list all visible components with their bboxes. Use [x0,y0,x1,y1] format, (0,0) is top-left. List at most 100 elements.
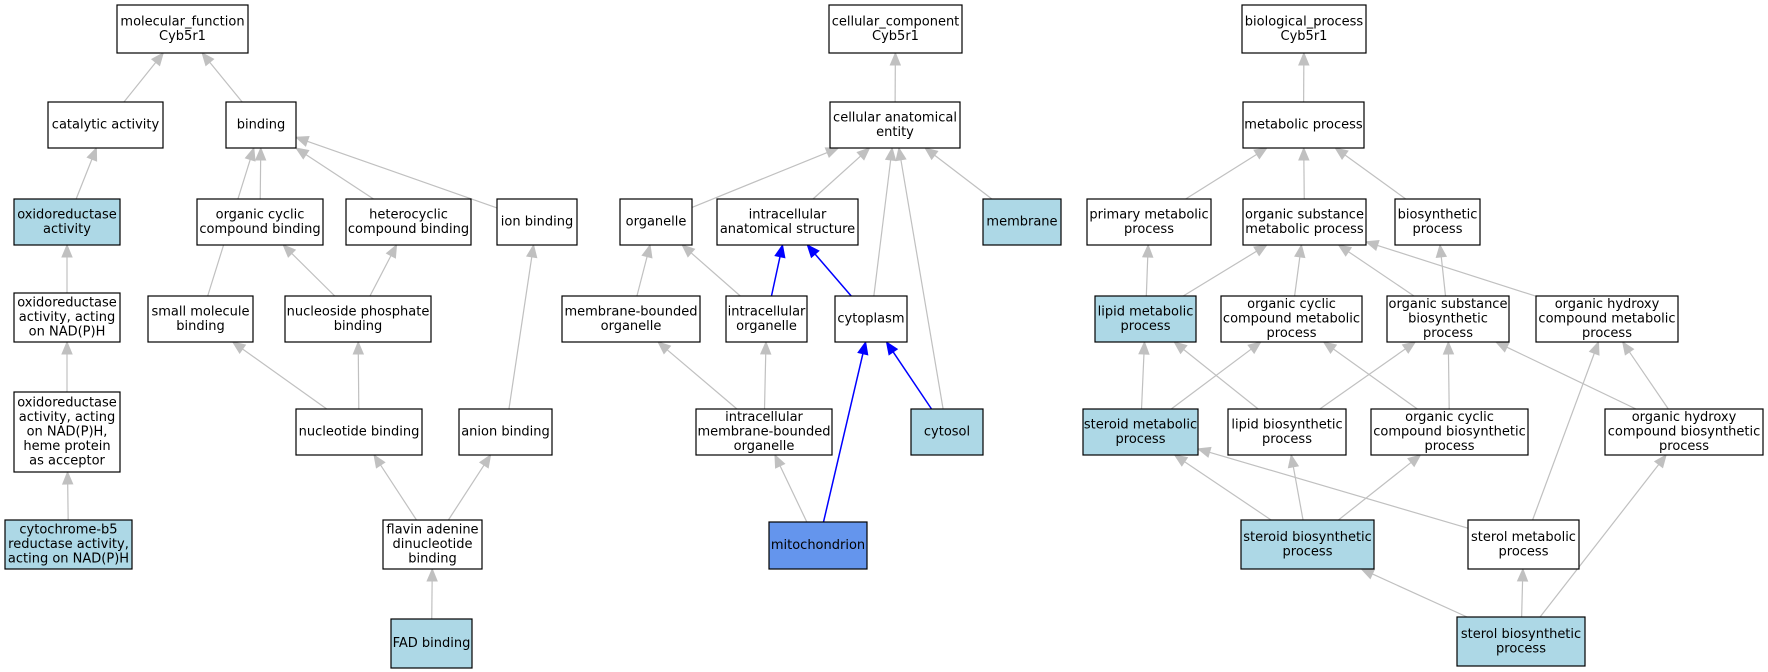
node-label-line: organic cyclic [1247,297,1336,312]
node-box [1467,519,1580,570]
edge-oxidoreductase_activity-to-catalytic_activity [75,146,98,200]
edge-arrowhead [1294,243,1306,259]
edge-arrowhead [282,244,297,258]
edge-line [1521,580,1524,618]
edge-arrowhead [774,243,786,259]
edge-line [1628,351,1669,410]
edge-line [636,256,648,297]
go-term-node-anion-binding[interactable]: anion binding [458,408,553,456]
go-term-node-organelle[interactable]: organelle [619,198,693,246]
node-box [1240,519,1375,570]
go-term-node-cytosol[interactable]: cytosol [910,408,984,456]
node-label-line: lipid biosynthetic [1231,417,1342,432]
edge-line [779,465,808,523]
go-term-node-fad-binding[interactable]: FAD binding [390,618,473,669]
node-label-line: process [1582,326,1632,341]
edge-line [690,252,741,297]
edge-line [369,255,392,297]
edge-arrowhead [1442,340,1455,355]
node-label-line: mitochondrion [771,538,865,553]
node-box [1394,198,1481,246]
node-label-line: compound binding [348,222,469,237]
edge-arrowhead [86,146,98,162]
go-term-node-ion-binding[interactable]: ion binding [496,198,578,246]
edge-membrane_bounded_organelle-to-organelle [636,243,653,297]
go-term-node-membrane[interactable]: membrane [982,198,1062,246]
edge-line [1209,451,1469,529]
node-box [47,101,164,149]
go-term-node-metabolic-process[interactable]: metabolic process [1242,101,1365,149]
node-box [458,408,553,456]
edge-line [1182,250,1257,297]
edge-organic_hydroxy_compound_metabolic_process-to-organic_substance_metabolic_process [1364,240,1537,297]
edge-metabolic_process-to-bp_root [1298,51,1310,103]
edge-lipid_metabolic_process-to-primary_metabolic_process [1141,243,1154,297]
node-label-line: binding [334,319,382,334]
edge-line [380,464,417,521]
edge-line [814,253,852,297]
edge-line [1344,154,1407,200]
node-label-line: biosynthetic [1408,312,1488,327]
go-term-node-nucleotide-binding[interactable]: nucleotide binding [295,408,423,456]
node-box [116,4,249,54]
edge-line [892,351,933,410]
edge-arrowhead [681,244,696,258]
edge-line [1183,349,1259,410]
edge-arrowhead [641,243,653,259]
go-term-node-catalytic-activity[interactable]: catalytic activity [47,101,164,149]
go-term-node-binding[interactable]: binding [225,101,297,149]
edge-arrowhead [1298,146,1310,161]
go-term-node-cytoplasm[interactable]: cytoplasm [834,295,908,343]
edge-arrowhead [1138,340,1150,355]
edge-arrowhead [895,146,907,162]
edge-organic_substance_metabolic_process-to-metabolic_process [1298,146,1310,200]
edge-arrowhead [1494,341,1510,353]
node-label-line: acting on NAD(P)H [8,552,129,567]
node-box [284,295,432,343]
go-term-node-mitochondrion[interactable]: mitochondrion [768,521,868,570]
node-box [716,198,859,246]
edge-line [1184,461,1272,521]
edge-arrowhead [824,147,840,159]
edge-arrowhead [426,567,438,582]
node-label-line: anion binding [461,425,550,440]
node-box [196,198,324,246]
edge-anion_binding-to-ion_binding [508,243,538,410]
edge-arrowhead [61,470,74,485]
edge-arrowhead [759,340,772,355]
node-label-line: compound biosynthetic [1608,425,1761,440]
edge-steroid_biosynthetic_process-to-steroid_metabolic_process [1173,454,1272,521]
node-label-line: steroid biosynthetic [1243,530,1372,545]
